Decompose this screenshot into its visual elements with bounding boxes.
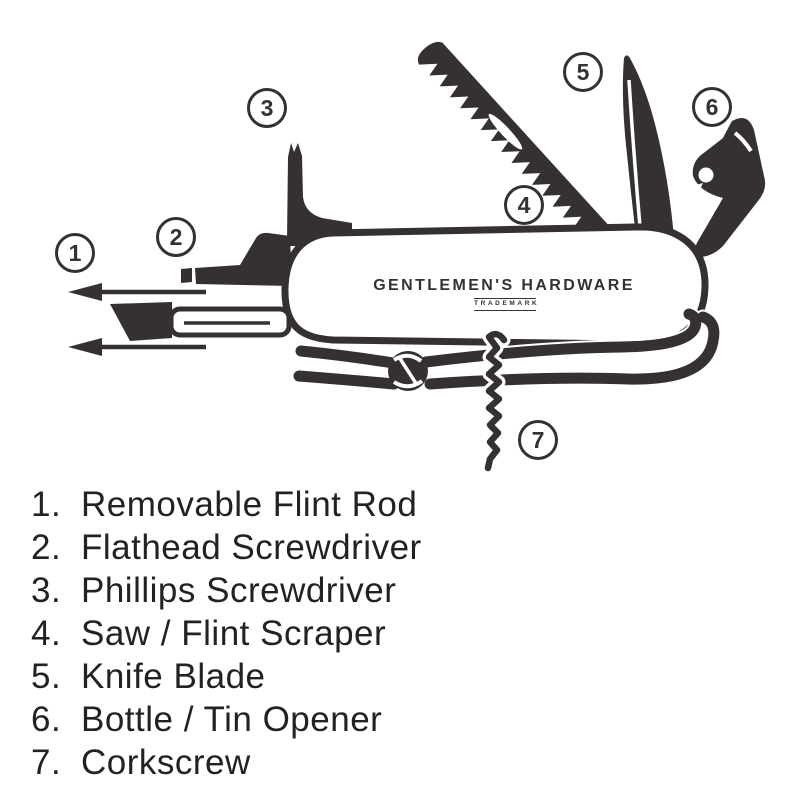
legend-item-label: Flathead Screwdriver [81, 528, 422, 567]
legend-item-label: Removable Flint Rod [81, 485, 418, 524]
legend: 1. Removable Flint Rod 2. Flathead Screw… [31, 483, 781, 784]
legend-item: 6. Bottle / Tin Opener [31, 698, 781, 741]
legend-item: 2. Flathead Screwdriver [31, 526, 781, 569]
arrow-left-icon [68, 338, 206, 356]
callout-7: 7 [518, 420, 558, 460]
callout-6: 6 [692, 87, 732, 127]
brand-trademark: TRADEMARK [474, 298, 537, 311]
flathead-screwdriver-graphic [181, 232, 292, 286]
knife-blade-graphic [622, 55, 674, 245]
legend-item-label: Knife Blade [81, 657, 266, 696]
callout-2: 2 [156, 217, 196, 257]
legend-item: 3. Phillips Screwdriver [31, 569, 781, 612]
callout-1: 1 [55, 233, 95, 273]
legend-item-number: 2. [31, 528, 62, 567]
legend-item: 4. Saw / Flint Scraper [31, 612, 781, 655]
legend-item-number: 5. [31, 657, 62, 696]
lanyard-knot-graphic [388, 351, 428, 391]
bottle-tin-opener-graphic [673, 118, 766, 257]
arrow-left-icon [68, 283, 206, 301]
legend-item: 7. Corkscrew [31, 741, 781, 784]
legend-item-number: 6. [31, 700, 62, 739]
legend-item-label: Saw / Flint Scraper [81, 614, 387, 653]
legend-item-label: Phillips Screwdriver [81, 571, 397, 610]
phillips-screwdriver-graphic [287, 143, 352, 246]
callout-5: 5 [563, 52, 603, 92]
callout-3: 3 [247, 88, 287, 128]
saw-graphic [417, 41, 615, 241]
brand-title: GENTLEMEN'S HARDWARE [373, 277, 635, 294]
legend-item-label: Bottle / Tin Opener [81, 700, 383, 739]
legend-item: 1. Removable Flint Rod [31, 483, 781, 526]
legend-item-number: 7. [31, 743, 62, 782]
legend-item: 5. Knife Blade [31, 655, 781, 698]
callout-4: 4 [504, 185, 544, 225]
lanyard-cord-graphic [291, 306, 722, 392]
flint-rod-graphic [110, 302, 292, 341]
multitool-diagram-graphic [68, 41, 766, 475]
legend-item-number: 1. [31, 485, 62, 524]
legend-item-number: 4. [31, 614, 62, 653]
corkscrew-graphic [481, 327, 511, 475]
legend-item-number: 3. [31, 571, 62, 610]
legend-item-label: Corkscrew [81, 743, 251, 782]
